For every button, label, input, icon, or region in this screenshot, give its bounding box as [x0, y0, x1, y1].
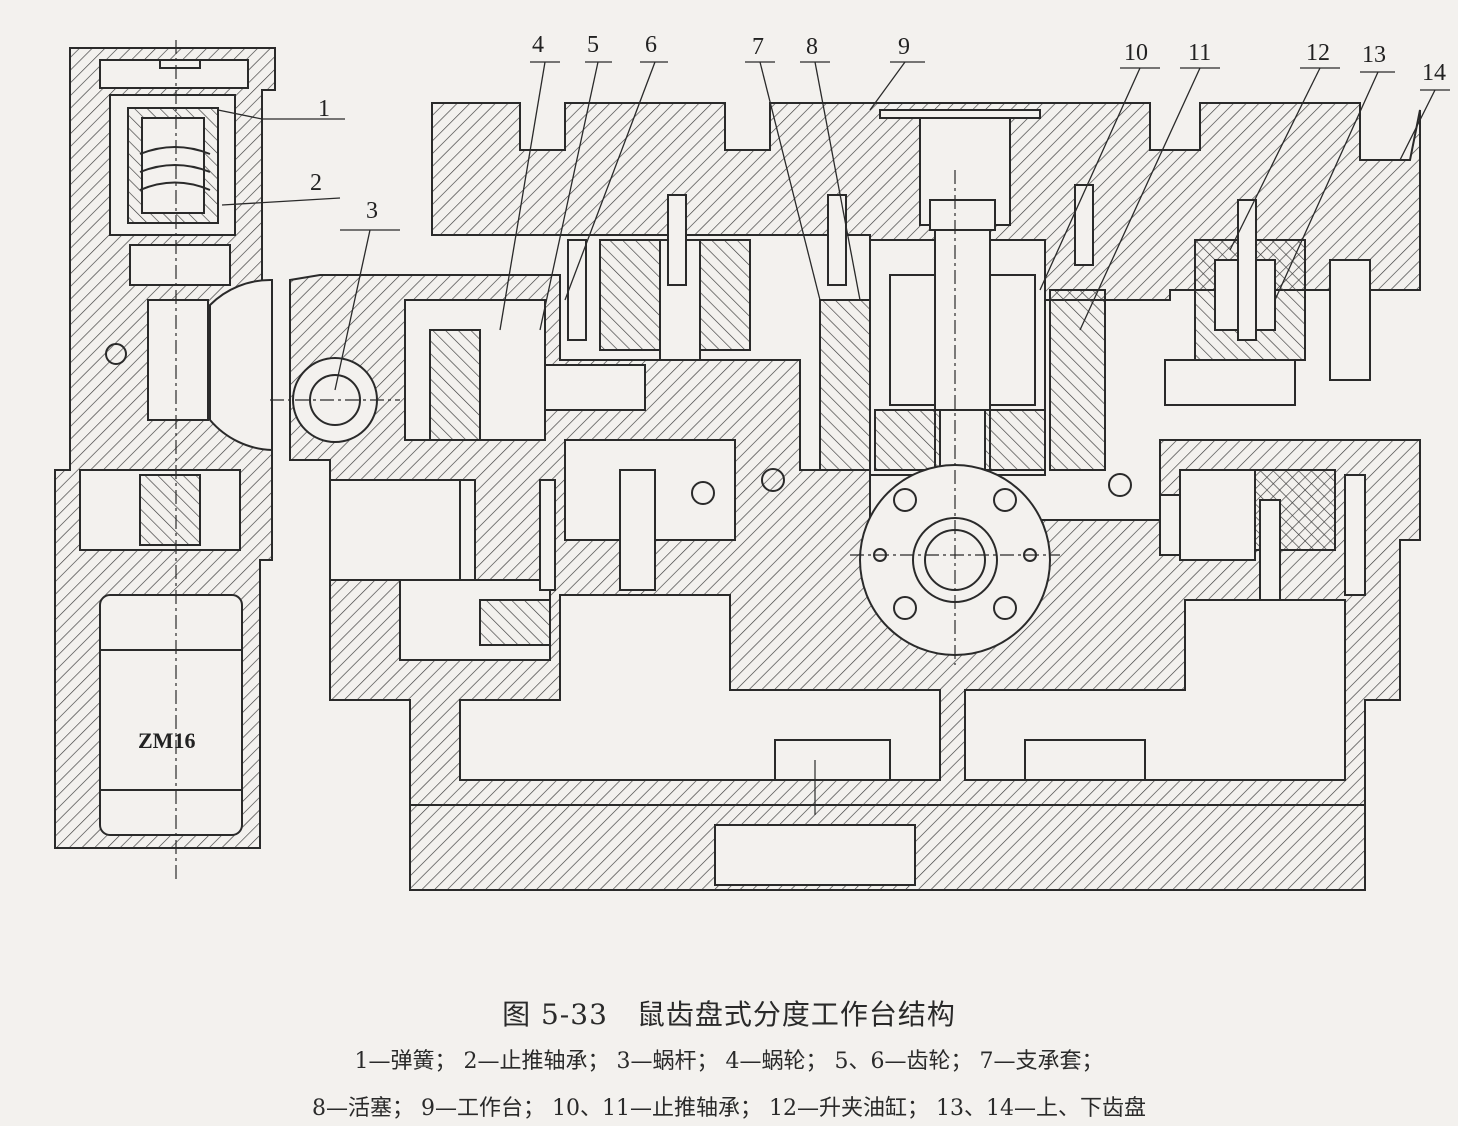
callout-6: 6 [645, 32, 657, 58]
motor-label: ZM16 [138, 728, 195, 753]
callout-8: 8 [806, 34, 818, 60]
callout-2: 2 [310, 170, 322, 196]
leader-lines [217, 61, 1450, 391]
callout-labels: 1 2 3 4 5 6 7 8 9 10 11 12 13 14 ZM16 [138, 32, 1446, 753]
callout-13: 13 [1362, 42, 1386, 68]
callout-1: 1 [318, 96, 330, 122]
callout-4: 4 [532, 32, 544, 58]
legend-line-2: 8—活塞； 9—工作台； 10、11—止推轴承； 12—升夹油缸； 13、14—… [312, 1096, 1146, 1121]
callout-14: 14 [1422, 60, 1446, 86]
callout-7: 7 [752, 34, 764, 60]
table-assembly [270, 102, 1421, 891]
callout-9: 9 [898, 34, 910, 60]
callout-11: 11 [1188, 40, 1211, 66]
figure-title: 图 5-33 鼠齿盘式分度工作台结构 [502, 998, 956, 1031]
callout-5: 5 [587, 32, 599, 58]
legend-line-1: 1—弹簧； 2—止推轴承； 3—蜗杆； 4—蜗轮； 5、6—齿轮； 7—支承套； [354, 1049, 1104, 1074]
callout-12: 12 [1306, 40, 1330, 66]
indexing-table-drawing: 1 2 3 4 5 6 7 8 9 10 11 12 13 14 ZM16 [54, 32, 1450, 891]
callout-10: 10 [1124, 40, 1148, 66]
callout-3: 3 [366, 198, 378, 224]
motor-drive-assembly [54, 40, 276, 880]
